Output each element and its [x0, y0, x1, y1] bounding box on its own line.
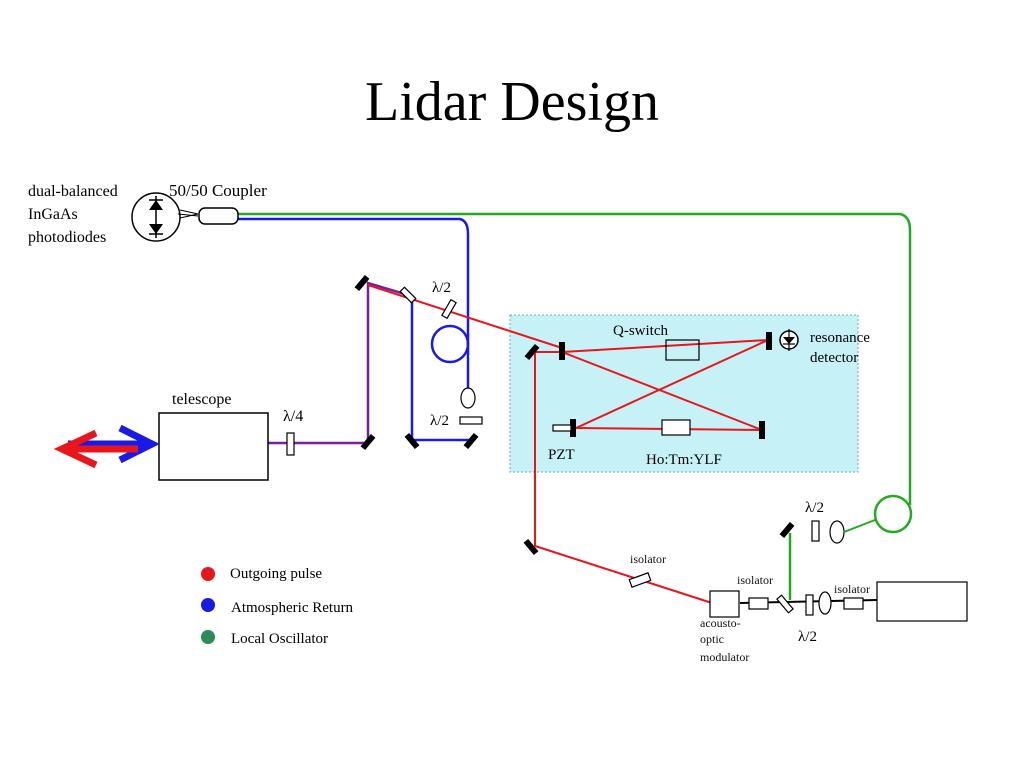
seed-laser-box — [876, 581, 968, 622]
coupler-label: 50/50 Coupler — [169, 181, 267, 200]
quarter-wave-plate — [286, 432, 295, 456]
beam-direction-arrows — [53, 424, 160, 469]
atmospheric-return-path — [238, 217, 470, 442]
resonance-detector-label-1: resonance — [810, 330, 870, 346]
legend-label-outgoing: Outgoing pulse — [230, 566, 322, 582]
isolator-icon — [748, 597, 769, 610]
legend-label-local-oscillator: Local Oscillator — [231, 631, 328, 647]
lens-icon — [818, 591, 832, 615]
beam-splitter — [399, 286, 417, 304]
mirror — [524, 343, 540, 361]
half-wave-plate — [805, 594, 814, 616]
legend: Outgoing pulse Atmospheric Return Local … — [201, 566, 354, 647]
mirror — [354, 274, 370, 292]
pzt-label: PZT — [548, 447, 575, 463]
q-switch-box — [665, 339, 700, 361]
half-wave-label: λ/2 — [432, 280, 451, 296]
cavity-mirror — [570, 419, 576, 437]
resonance-detector-icon — [779, 329, 799, 351]
fiber-coupling-line — [843, 519, 876, 533]
mirror — [779, 521, 795, 539]
page-title: Lidar Design — [365, 71, 659, 133]
q-switch-label: Q-switch — [613, 323, 668, 339]
photodiodes-label-3: photodiodes — [28, 229, 106, 246]
pzt-element — [552, 424, 572, 432]
legend-swatch-local-oscillator — [201, 630, 215, 644]
mirror — [523, 538, 539, 556]
legend-label-return: Atmospheric Return — [231, 600, 354, 616]
isolator-icon — [628, 572, 652, 588]
isolator-label: isolator — [630, 552, 666, 566]
laser-crystal-label: Ho:Tm:YLF — [646, 452, 722, 468]
telescope-label: telescope — [172, 391, 232, 408]
cavity-mirror — [559, 342, 565, 360]
polarizer — [776, 594, 794, 614]
aom-label-3: modulator — [700, 650, 749, 664]
aom-label-1: acousto- — [700, 616, 741, 630]
resonance-detector-label-2: detector — [810, 350, 858, 366]
half-wave-plate — [811, 520, 820, 542]
lens-icon — [460, 387, 476, 409]
cavity-mirror — [766, 332, 772, 350]
coupler-icon — [198, 207, 239, 225]
half-wave-label: λ/2 — [798, 629, 817, 645]
mirror — [360, 433, 376, 451]
mirror — [463, 432, 479, 450]
outgoing-pulse-path — [367, 284, 769, 604]
isolator-label: isolator — [834, 582, 870, 596]
quarter-wave-label: λ/4 — [283, 408, 303, 425]
legend-swatch-outgoing — [201, 567, 215, 581]
laser-crystal-box — [661, 419, 691, 436]
local-oscillator-path — [238, 212, 913, 600]
half-wave-label: λ/2 — [805, 500, 824, 516]
lens-icon — [829, 520, 845, 544]
half-wave-label: λ/2 — [430, 413, 449, 429]
cavity-mirror — [759, 421, 765, 439]
isolator-label: isolator — [737, 573, 773, 587]
aom-box — [709, 590, 740, 618]
combined-path — [268, 281, 409, 445]
legend-swatch-return — [201, 598, 215, 612]
telescope-box — [158, 412, 269, 481]
isolator-icon — [843, 597, 864, 610]
half-wave-plate — [459, 416, 483, 425]
photodiodes-label-2: InGaAs — [28, 206, 78, 223]
aom-label-2: optic — [700, 632, 724, 646]
photodetector-icon — [131, 192, 199, 242]
half-wave-plate — [441, 298, 457, 320]
photodiodes-label-1: dual-balanced — [28, 183, 118, 200]
mirror — [404, 432, 420, 450]
laser-cavity-box — [509, 314, 859, 473]
